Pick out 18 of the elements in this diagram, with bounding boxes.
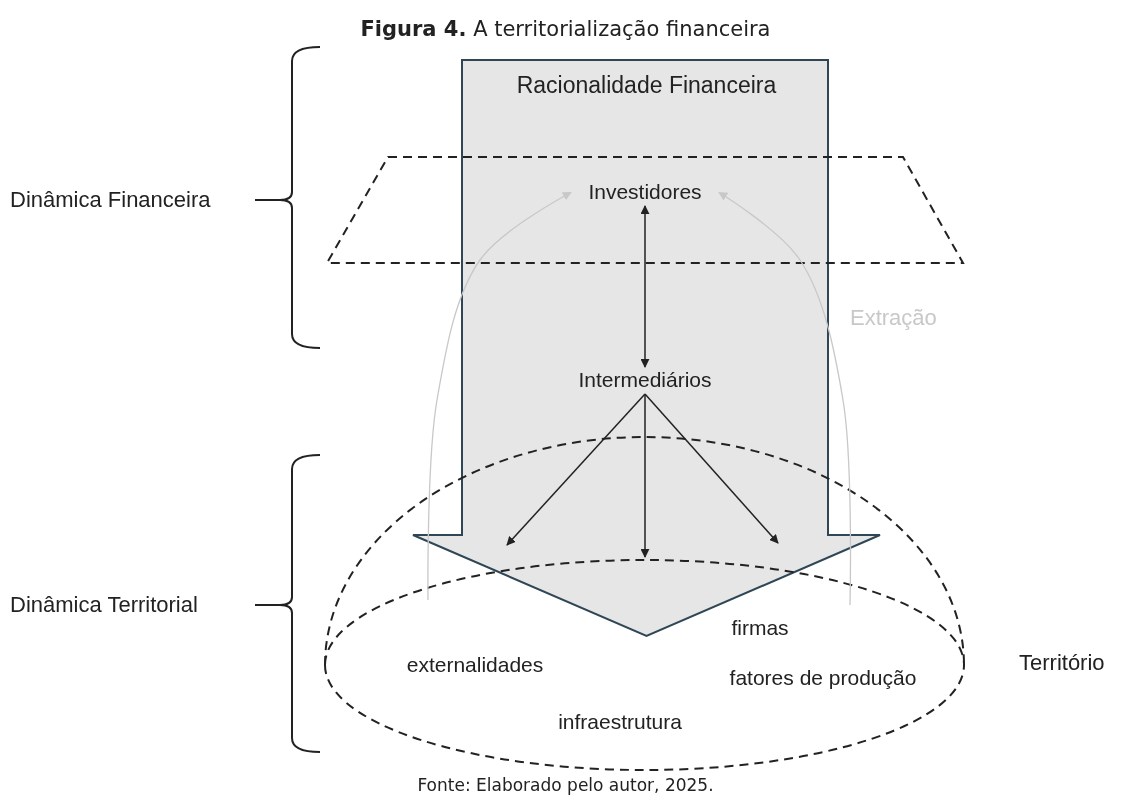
- arrow: [644, 393, 779, 544]
- node-label: externalidades: [395, 652, 555, 679]
- arrow: [506, 393, 646, 546]
- node-label: Intermediários: [565, 367, 725, 394]
- arrow-heading: Racionalidade Financeira: [515, 72, 778, 98]
- curved-arrow: [427, 191, 572, 601]
- side-label: Dinâmica Territorial: [10, 592, 198, 618]
- figure-title: Figura 4. A territorialização financeira: [359, 16, 772, 42]
- curved-arrow: [718, 191, 852, 606]
- side-label: Dinâmica Financeira: [10, 187, 211, 213]
- node-label: firmas: [720, 615, 800, 642]
- node-label: fatores de produção: [710, 665, 936, 692]
- source-caption: Fonte: Elaborado pelo autor, 2025.: [416, 774, 715, 797]
- node-label: Investidores: [575, 179, 715, 206]
- node-label: infraestrutura: [532, 709, 708, 736]
- arrow: [640, 393, 650, 558]
- arrow: [640, 205, 650, 368]
- beside-label: Território: [1019, 650, 1105, 676]
